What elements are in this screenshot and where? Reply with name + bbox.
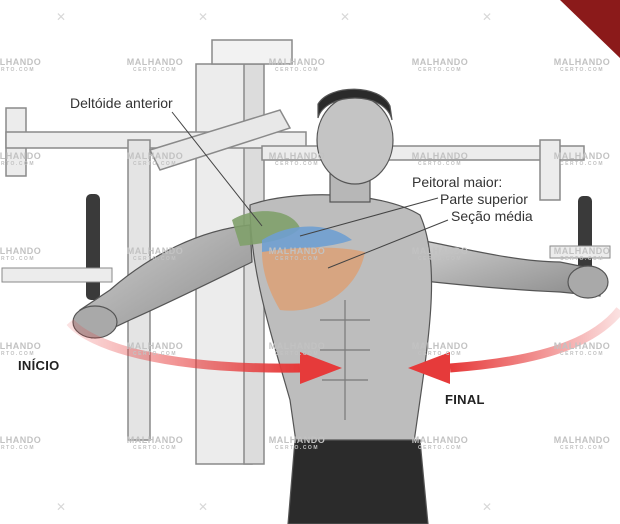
end-motion-arrow [449, 307, 620, 373]
pectoral-upper-label: Parte superior [440, 191, 528, 207]
left-handle [1, 194, 113, 300]
start-arrow-head-icon [300, 352, 342, 384]
cross-mark-icon: ✕ [56, 500, 67, 514]
corner-badge [560, 0, 620, 58]
end-arrow-head-icon [408, 352, 450, 384]
cross-mark-icon: ✕ [198, 500, 209, 514]
start-motion-arrow [66, 318, 301, 373]
start-phase-label: INÍCIO [18, 358, 60, 373]
leader-lines [171, 111, 449, 269]
cross-mark-icon: ✕ [482, 10, 493, 24]
pectoral-title-label: Peitoral maior: [412, 174, 503, 190]
end-phase-label: FINAL [445, 392, 485, 407]
cross-mark-icon: ✕ [198, 10, 209, 24]
cross-mark-icon: ✕ [56, 10, 67, 24]
pectoral-upper-muscle [262, 226, 352, 252]
motion-arrows [66, 307, 620, 384]
pectoral-middle-label: Seção média [451, 208, 533, 224]
cross-mark-icon: ✕ [482, 500, 493, 514]
deltoid-label: Deltóide anterior [70, 95, 173, 111]
cross-mark-icon: ✕ [340, 10, 351, 24]
